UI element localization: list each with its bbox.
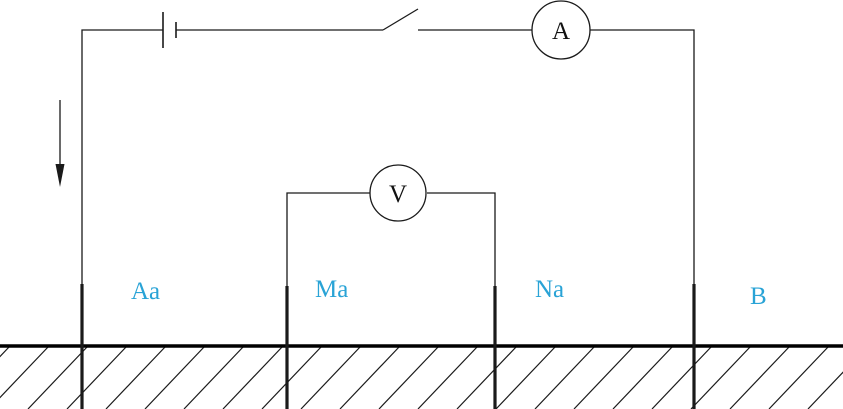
voltmeter: V: [369, 164, 427, 222]
hatch-stroke: [573, 345, 635, 409]
hatch-stroke: [0, 345, 50, 399]
battery-icon: [162, 12, 177, 48]
electrode-label-n: Na: [535, 276, 564, 303]
electrode-label-b: B: [750, 283, 767, 310]
hatch-stroke: [183, 345, 245, 409]
electrode-label-a: Aa: [131, 278, 160, 305]
hatch-stroke: [651, 345, 713, 409]
hatch-stroke: [456, 345, 518, 409]
hatch-stroke: [612, 345, 674, 409]
current-circuit: [81, 29, 695, 284]
hatch-stroke: [690, 345, 752, 409]
hatch-stroke: [768, 345, 830, 409]
hatch-stroke: [300, 345, 362, 409]
hatch-stroke: [27, 345, 89, 409]
electrode-label-m: Ma: [315, 276, 348, 303]
hatch-stroke: [729, 345, 791, 409]
voltmeter-wire-right: [427, 192, 496, 286]
potential-circuit: [286, 192, 496, 286]
hatch-stroke: [261, 345, 323, 409]
hatch-stroke: [0, 345, 11, 358]
voltmeter-symbol: V: [389, 181, 407, 208]
hatch-stroke: [339, 345, 401, 409]
hatch-stroke: [417, 345, 479, 409]
hatch-stroke: [534, 345, 596, 409]
ammeter: A: [531, 0, 591, 60]
voltmeter-wire-left: [286, 192, 370, 286]
hatch-stroke: [495, 345, 557, 409]
ground-hatching: [0, 345, 843, 409]
open-switch-icon[interactable]: [382, 8, 419, 31]
current-wire-left: [81, 29, 163, 284]
hatch-stroke: [378, 345, 440, 409]
ammeter-symbol: A: [552, 18, 570, 45]
hatch-stroke: [222, 345, 284, 409]
hatch-stroke: [105, 345, 167, 409]
down-arrow-icon: [55, 100, 65, 187]
hatch-stroke: [144, 345, 206, 409]
hatch-stroke: [807, 371, 843, 409]
current-wire-right: [590, 29, 695, 284]
hatch-stroke: [66, 345, 128, 409]
